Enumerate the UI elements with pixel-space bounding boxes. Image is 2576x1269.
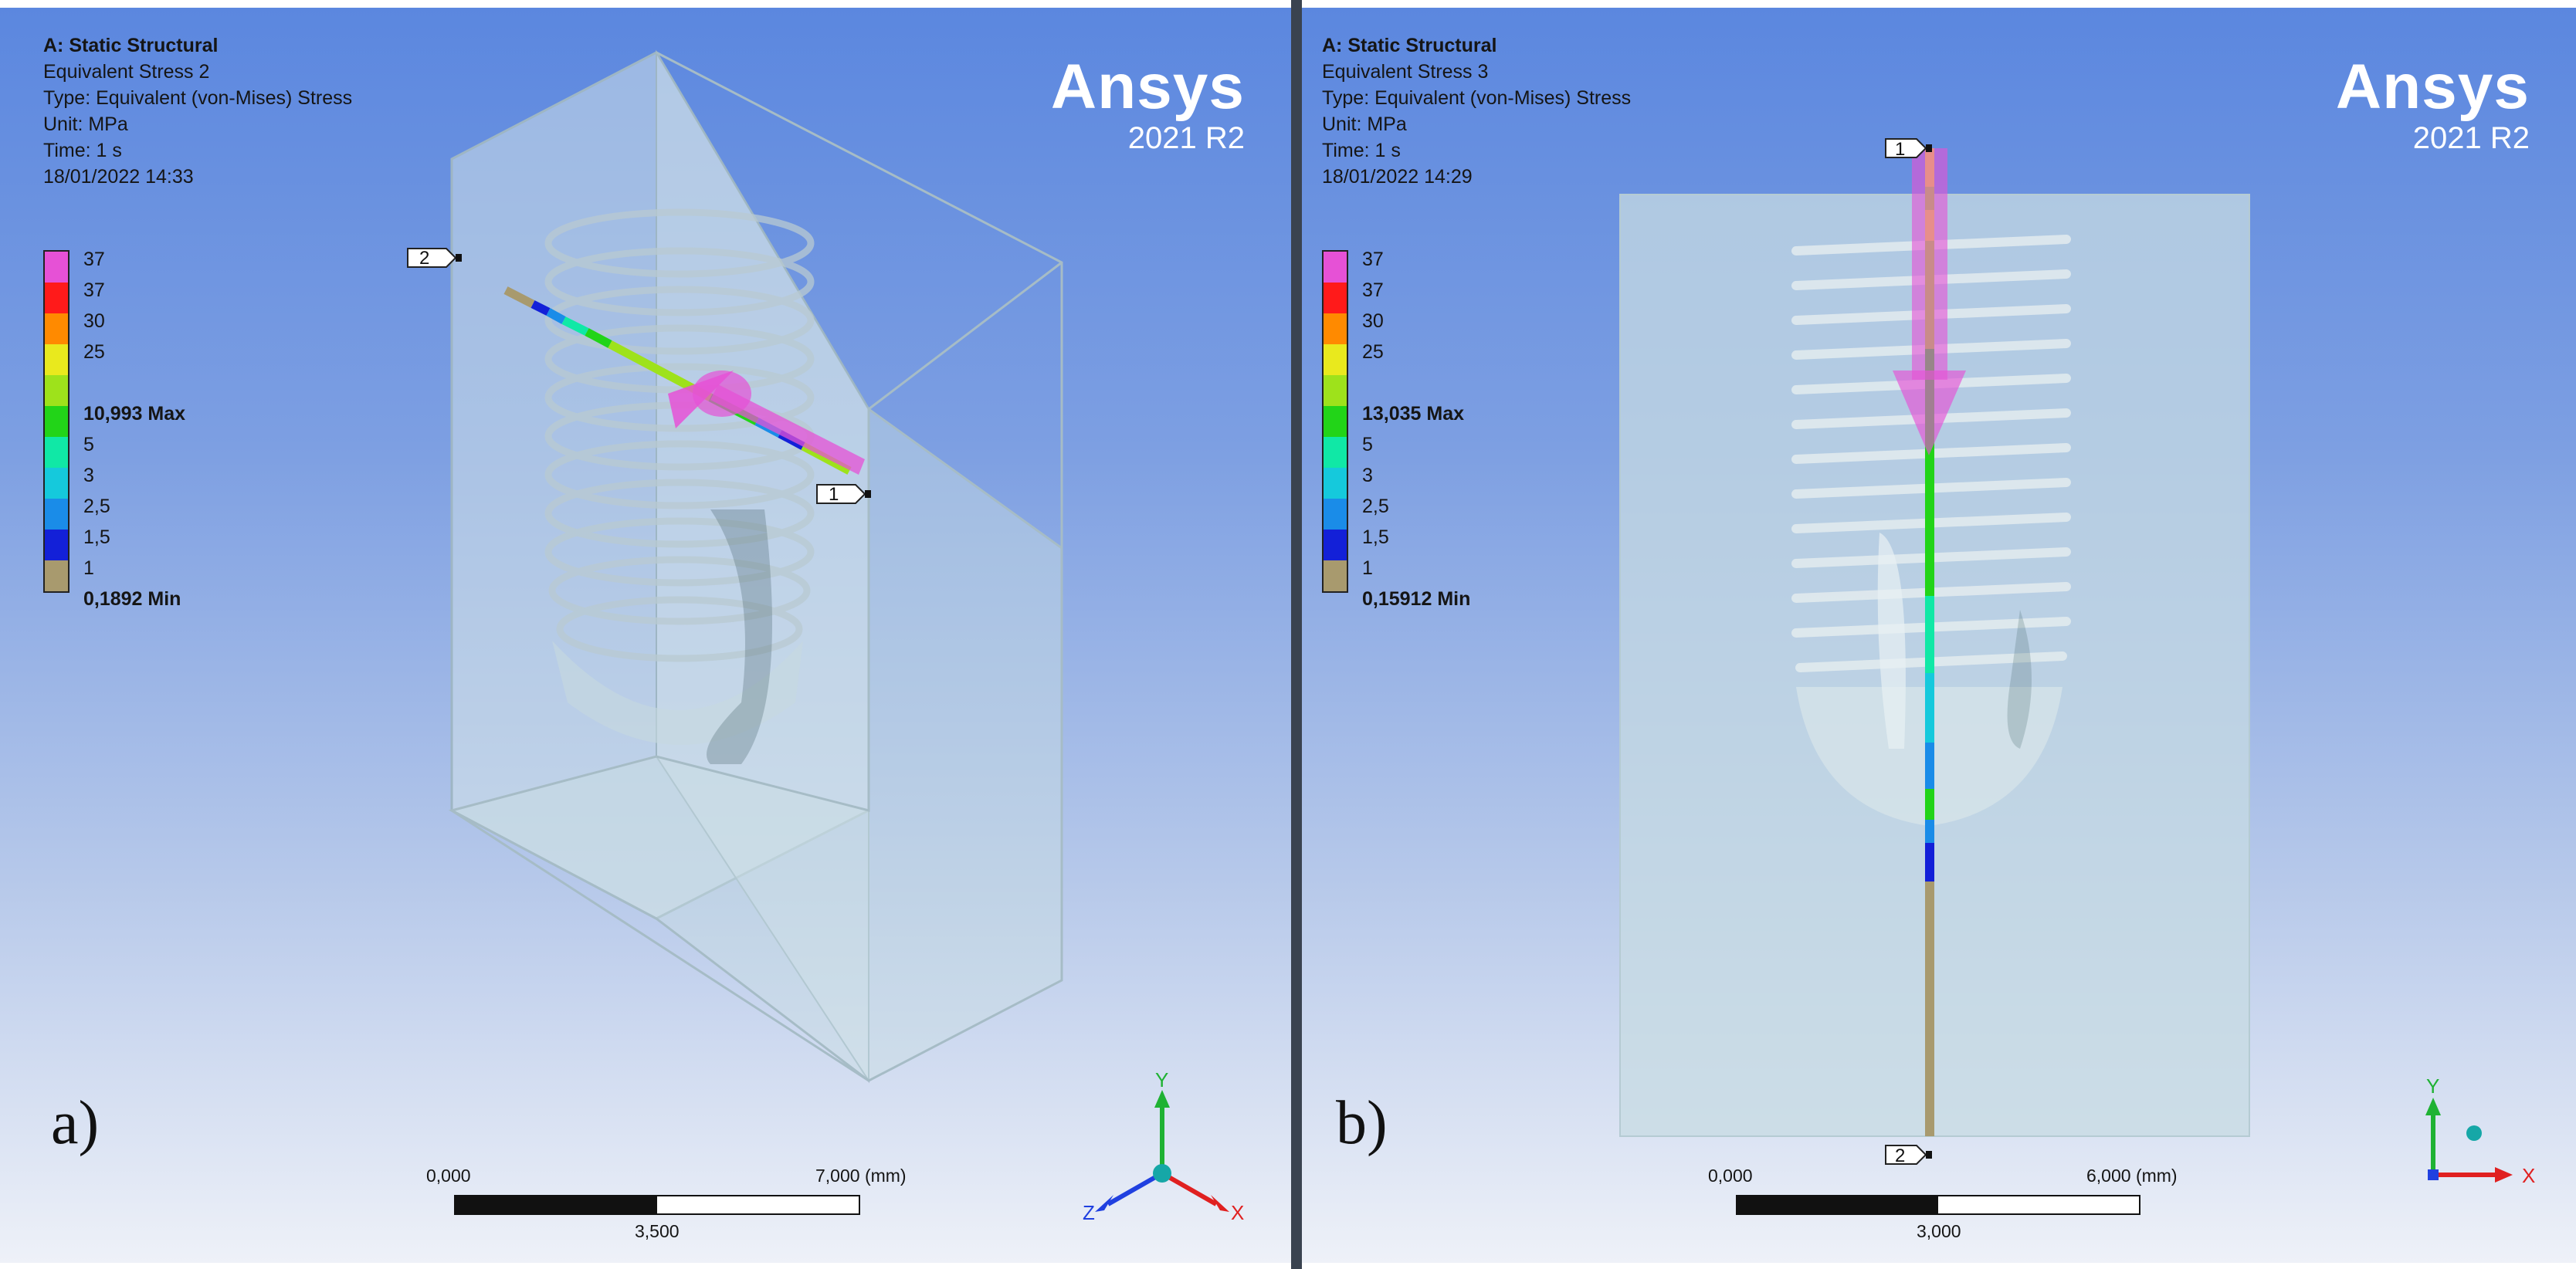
legend-label: 5 — [1362, 434, 1373, 455]
result-info-b: A: Static Structural Equivalent Stress 3… — [1322, 32, 1631, 190]
legend-label: 25 — [83, 341, 105, 363]
scale-bar-a: 0,000 7,000 (mm) 3,500 — [426, 1166, 907, 1241]
ansys-logo-a: Ansys 2021 R2 — [1050, 52, 1245, 156]
probe-flag-2-b[interactable]: 2 — [1885, 1145, 1932, 1166]
analysis-title: A: Static Structural — [43, 35, 219, 56]
probe-label-2-b: 2 — [1895, 1145, 1905, 1166]
legend-label: 37 — [83, 279, 105, 301]
legend-colorbar — [1322, 250, 1348, 593]
ansys-logo-b: Ansys 2021 R2 — [2335, 52, 2530, 156]
path-direction-arrow-a — [668, 371, 865, 475]
legend-label: 30 — [1362, 310, 1384, 332]
legend-colorbar — [43, 250, 69, 593]
legend-swatch — [45, 437, 68, 468]
axis-label-x-a: X — [1231, 1201, 1244, 1224]
result-name: Equivalent Stress 2 — [43, 61, 210, 83]
legend-swatch — [1324, 375, 1347, 406]
result-time: Time: 1 s — [1322, 140, 1401, 161]
probe-flag-2-a[interactable]: 2 — [407, 248, 462, 269]
result-type: Type: Equivalent (von-Mises) Stress — [1322, 87, 1632, 109]
result-time: Time: 1 s — [43, 140, 122, 161]
legend-label: 1,5 — [1362, 526, 1389, 548]
legend-swatch — [45, 375, 68, 406]
legend-swatch — [45, 530, 68, 560]
legend-min-label: 0,1892 Min — [83, 588, 181, 610]
legend-swatch — [1324, 283, 1347, 313]
viewport-b[interactable]: 1 2 Y X A: Static Structural Equivalent … — [1302, 8, 2576, 1263]
legend-swatch — [45, 468, 68, 499]
axis-label-x-b: X — [2522, 1164, 2535, 1187]
panel-label-a: a) — [51, 1089, 100, 1157]
legend-swatch — [1324, 313, 1347, 344]
legend-label: 37 — [1362, 279, 1384, 301]
legend-swatch — [1324, 252, 1347, 283]
legend-label: 1 — [1362, 557, 1373, 579]
probe-label-1-b: 1 — [1895, 139, 1905, 160]
legend-swatch — [1324, 560, 1347, 591]
legend-label: 37 — [83, 249, 105, 270]
analysis-title: A: Static Structural — [1322, 35, 1497, 56]
probe-label-2-a: 2 — [419, 248, 429, 269]
result-type: Type: Equivalent (von-Mises) Stress — [43, 87, 353, 109]
implant-apex — [552, 641, 803, 745]
result-unit: Unit: MPa — [43, 113, 128, 135]
legend-swatch — [1324, 437, 1347, 468]
legend-max-label: 13,035 Max — [1362, 403, 1465, 425]
legend-swatch — [1324, 344, 1347, 375]
probe-flag-1-b[interactable]: 1 — [1885, 138, 1932, 160]
probe-flag-1-a[interactable]: 1 — [816, 484, 871, 505]
legend-label: 37 — [1362, 249, 1384, 270]
legend-labels: 37 37 30 25 13,035 Max 5 3 2,5 1,5 1 0,1… — [1362, 244, 1470, 614]
result-date: 18/01/2022 14:33 — [43, 166, 194, 188]
legend-label: 2,5 — [1362, 496, 1389, 517]
legend-swatch — [1324, 468, 1347, 499]
legend-label: 3 — [1362, 465, 1373, 486]
panel-divider — [1291, 0, 1302, 1269]
legend-label: 5 — [83, 434, 94, 455]
legend-label: 3 — [83, 465, 94, 486]
axis-label-z-a: Z — [1083, 1201, 1095, 1224]
legend-max-label: 10,993 Max — [83, 403, 186, 425]
legend-label — [1362, 367, 1470, 398]
legend-swatch — [45, 344, 68, 375]
axis-triad-a[interactable]: Y X Z — [1083, 1068, 1244, 1224]
legend-label: 2,5 — [83, 496, 110, 517]
panel-label-b: b) — [1336, 1089, 1388, 1157]
result-info-a: A: Static Structural Equivalent Stress 2… — [43, 32, 352, 190]
result-unit: Unit: MPa — [1322, 113, 1407, 135]
legend-swatch — [1324, 406, 1347, 437]
legend-label: 1 — [83, 557, 94, 579]
legend-swatch — [45, 313, 68, 344]
legend-min-label: 0,15912 Min — [1362, 588, 1471, 610]
legend-labels: 37 37 30 25 10,993 Max 5 3 2,5 1,5 1 0,1… — [83, 244, 185, 614]
legend-swatch — [45, 560, 68, 591]
legend-swatch — [45, 499, 68, 530]
viewport-a[interactable]: 2 1 Y X Z A: Static Structural Equivalen… — [0, 8, 1291, 1263]
legend-swatch — [45, 252, 68, 283]
model-view-a[interactable]: 2 1 Y X Z — [0, 8, 1291, 1263]
legend-swatch — [1324, 530, 1347, 560]
scale-bar-b: 0,000 6,000 (mm) 3,000 — [1708, 1166, 2178, 1241]
legend-label: 1,5 — [83, 526, 110, 548]
legend-label — [83, 367, 185, 398]
path-direction-arrow-b — [1893, 148, 1966, 455]
axis-label-y-a: Y — [1155, 1068, 1168, 1091]
result-name: Equivalent Stress 3 — [1322, 61, 1489, 83]
probe-label-1-a: 1 — [829, 484, 839, 505]
legend-label: 25 — [1362, 341, 1384, 363]
legend-swatch — [45, 283, 68, 313]
legend-label: 30 — [83, 310, 105, 332]
axis-label-y-b: Y — [2426, 1074, 2439, 1098]
model-view-b[interactable]: 1 2 Y X — [1302, 8, 2576, 1263]
axis-triad-b[interactable]: Y X — [2425, 1074, 2535, 1187]
legend-swatch — [1324, 499, 1347, 530]
result-date: 18/01/2022 14:29 — [1322, 166, 1473, 188]
legend-swatch — [45, 406, 68, 437]
